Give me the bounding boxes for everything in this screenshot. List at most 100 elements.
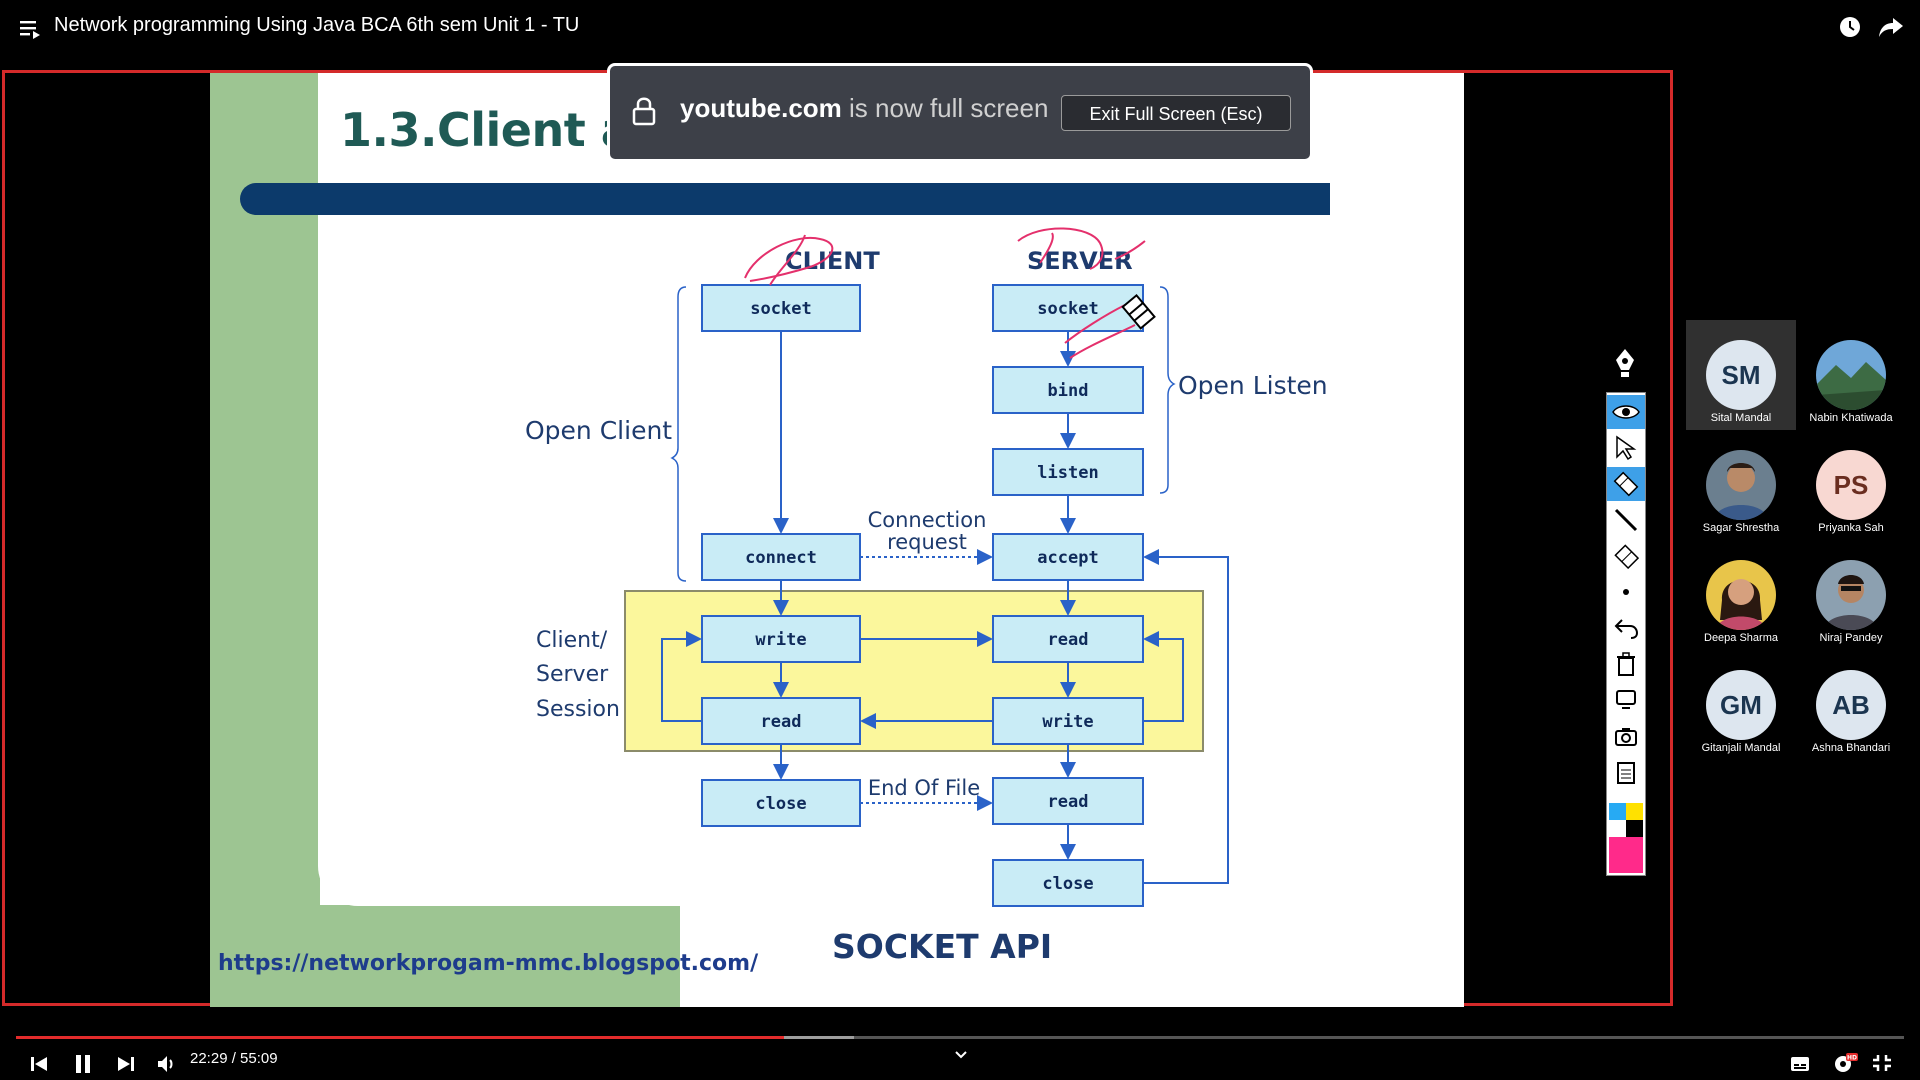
- avatar: PS: [1816, 450, 1886, 520]
- camera-icon[interactable]: [1607, 719, 1645, 753]
- participant-tile[interactable]: AB Ashna Bhandari: [1796, 650, 1906, 760]
- next-icon[interactable]: [117, 1056, 135, 1072]
- subtitles-icon[interactable]: [1790, 1056, 1810, 1072]
- socket-api-diagram: CLIENT SERVER socket connect write read …: [525, 227, 1328, 907]
- playlist-menu-icon[interactable]: [20, 19, 42, 39]
- participant-tile[interactable]: SM Sital Mandal: [1686, 320, 1796, 430]
- player-controls: HD: [0, 1040, 1920, 1080]
- presentation-slide: 1.3.Client and Server Applications CLIEN…: [210, 73, 1464, 1007]
- slide-url: https://networkprogam-mmc.blogspot.com/: [218, 951, 759, 976]
- avatar: SM: [1706, 340, 1776, 410]
- avatar: [1816, 340, 1886, 410]
- svg-text:read: read: [1048, 630, 1089, 650]
- slide-footer-white: [680, 905, 1464, 1007]
- participant-name: Nabin Khatiwada: [1809, 412, 1893, 424]
- participant-tile[interactable]: Nabin Khatiwada: [1796, 320, 1906, 430]
- avatar: [1816, 560, 1886, 630]
- fullscreen-domain: youtube.com: [680, 93, 842, 123]
- client-flow-arrows: [661, 331, 789, 780]
- svg-text:socket: socket: [1037, 299, 1098, 319]
- socket-api-label: SOCKET API: [832, 927, 1053, 966]
- settings-icon[interactable]: HD: [1832, 1052, 1858, 1074]
- server-flow-arrows: [1060, 331, 1229, 884]
- svg-text:write: write: [755, 630, 806, 650]
- participant-name: Niraj Pandey: [1819, 632, 1883, 644]
- dot-icon[interactable]: [1607, 575, 1645, 609]
- color-swatch-white[interactable]: [1609, 820, 1626, 837]
- server-box-close: close: [992, 859, 1144, 907]
- pen-annotations: [744, 227, 1146, 359]
- undo-icon[interactable]: [1607, 611, 1645, 645]
- open-client-label: Open Client: [525, 416, 672, 445]
- session-label-1: Client/: [536, 628, 608, 653]
- pointer-icon[interactable]: [1607, 431, 1645, 465]
- svg-text:connect: connect: [745, 548, 817, 568]
- clipboard-icon[interactable]: [1607, 755, 1645, 789]
- svg-text:listen: listen: [1037, 463, 1098, 483]
- trash-icon[interactable]: [1607, 647, 1645, 681]
- participants-panel: SM Sital Mandal Nabin Khatiwada Sagar Sh…: [1686, 320, 1920, 760]
- server-header: SERVER: [1027, 247, 1133, 275]
- eye-icon[interactable]: [1607, 395, 1645, 429]
- server-box-read-eof: read: [992, 777, 1144, 825]
- fullscreen-notice: youtube.com is now full screen Exit Full…: [607, 63, 1313, 162]
- svg-text:close: close: [755, 794, 806, 814]
- client-box-socket: socket: [701, 284, 861, 332]
- pen-icon[interactable]: [1612, 348, 1638, 378]
- participant-tile[interactable]: Deepa Sharma: [1686, 540, 1796, 650]
- avatar: [1706, 560, 1776, 630]
- lock-icon: [632, 97, 656, 126]
- volume-icon[interactable]: [157, 1055, 177, 1073]
- highlighter-icon[interactable]: [1607, 467, 1645, 501]
- share-icon[interactable]: [1878, 15, 1904, 39]
- server-box-accept: accept: [992, 533, 1144, 581]
- participant-tile[interactable]: GM Gitanjali Mandal: [1686, 650, 1796, 760]
- open-listen-brace: [1159, 286, 1176, 494]
- annotation-tool-column: [1606, 392, 1646, 876]
- client-box-write: write: [701, 615, 861, 663]
- svg-text:HD: HD: [1847, 1055, 1857, 1062]
- color-swatch-yellow[interactable]: [1626, 803, 1643, 820]
- color-swatch-blue[interactable]: [1609, 803, 1626, 820]
- color-swatch-black[interactable]: [1626, 820, 1643, 837]
- server-box-listen: listen: [992, 448, 1144, 496]
- svg-text:accept: accept: [1037, 548, 1098, 568]
- avatar: GM: [1706, 670, 1776, 740]
- svg-text:bind: bind: [1048, 381, 1089, 401]
- exit-fullscreen-icon[interactable]: [1872, 1054, 1892, 1072]
- previous-icon[interactable]: [30, 1056, 48, 1072]
- line-icon[interactable]: [1607, 503, 1645, 537]
- server-box-bind: bind: [992, 366, 1144, 414]
- svg-text:close: close: [1042, 874, 1093, 894]
- fullscreen-message: youtube.com is now full screen: [680, 93, 1048, 124]
- progress-played: [16, 1036, 784, 1039]
- server-box-read: read: [992, 615, 1144, 663]
- time-display: 22:29 / 55:09: [190, 1050, 278, 1067]
- top-bar: Network programming Using Java BCA 6th s…: [0, 0, 1920, 60]
- eraser-icon[interactable]: [1607, 539, 1645, 573]
- participant-name: Sital Mandal: [1710, 412, 1772, 424]
- eof-label: End Of File: [868, 776, 980, 800]
- participant-name: Priyanka Sah: [1818, 522, 1884, 534]
- connection-label-1: Connection: [868, 508, 987, 532]
- session-label-3: Session: [536, 697, 620, 722]
- screen-icon[interactable]: [1607, 683, 1645, 717]
- participant-tile[interactable]: PS Priyanka Sah: [1796, 430, 1906, 540]
- svg-text:write: write: [1042, 712, 1093, 732]
- participant-tile[interactable]: Sagar Shrestha: [1686, 430, 1796, 540]
- client-box-connect: connect: [701, 533, 861, 581]
- watch-later-icon[interactable]: [1838, 15, 1862, 39]
- pen-cursor-icon: [1121, 293, 1156, 330]
- participant-name: Sagar Shrestha: [1702, 522, 1780, 534]
- participant-tile[interactable]: Niraj Pandey: [1796, 540, 1906, 650]
- exit-fullscreen-button[interactable]: Exit Full Screen (Esc): [1061, 95, 1291, 131]
- progress-track[interactable]: [16, 1036, 1904, 1039]
- chevron-down-icon[interactable]: [954, 1050, 968, 1060]
- participant-name: Deepa Sharma: [1704, 632, 1778, 644]
- fullscreen-message-rest: is now full screen: [841, 93, 1049, 123]
- slide-green-footer: [210, 905, 682, 1007]
- title-underline-bar: [240, 183, 1330, 215]
- pause-icon[interactable]: [74, 1054, 92, 1074]
- color-swatch-pink[interactable]: [1609, 837, 1643, 873]
- open-client-brace: [670, 286, 687, 582]
